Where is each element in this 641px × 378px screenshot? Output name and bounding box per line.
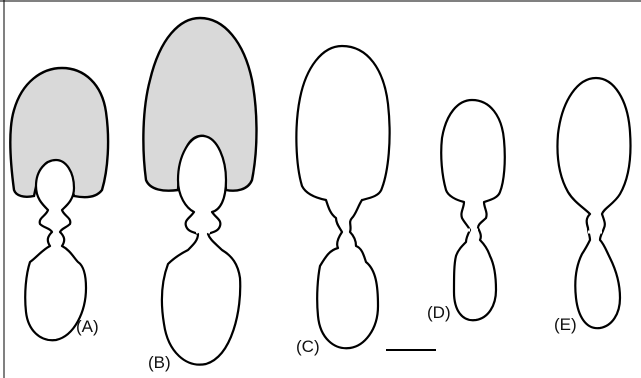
panel-c-cell [296, 46, 389, 348]
panel-b: (B) [143, 18, 256, 372]
panel-a-label: (A) [76, 317, 99, 336]
panel-e-label: (E) [554, 315, 577, 334]
panel-d-cell [441, 100, 505, 320]
panel-b-label: (B) [148, 353, 171, 372]
panel-d: (D) [427, 100, 505, 322]
panel-e: (E) [554, 78, 631, 334]
panel-a: (A) [10, 68, 108, 340]
panel-d-label: (D) [427, 303, 451, 322]
panel-e-cell [557, 78, 630, 328]
panel-c-label: (C) [296, 337, 320, 356]
panel-c: (C) [296, 46, 390, 356]
